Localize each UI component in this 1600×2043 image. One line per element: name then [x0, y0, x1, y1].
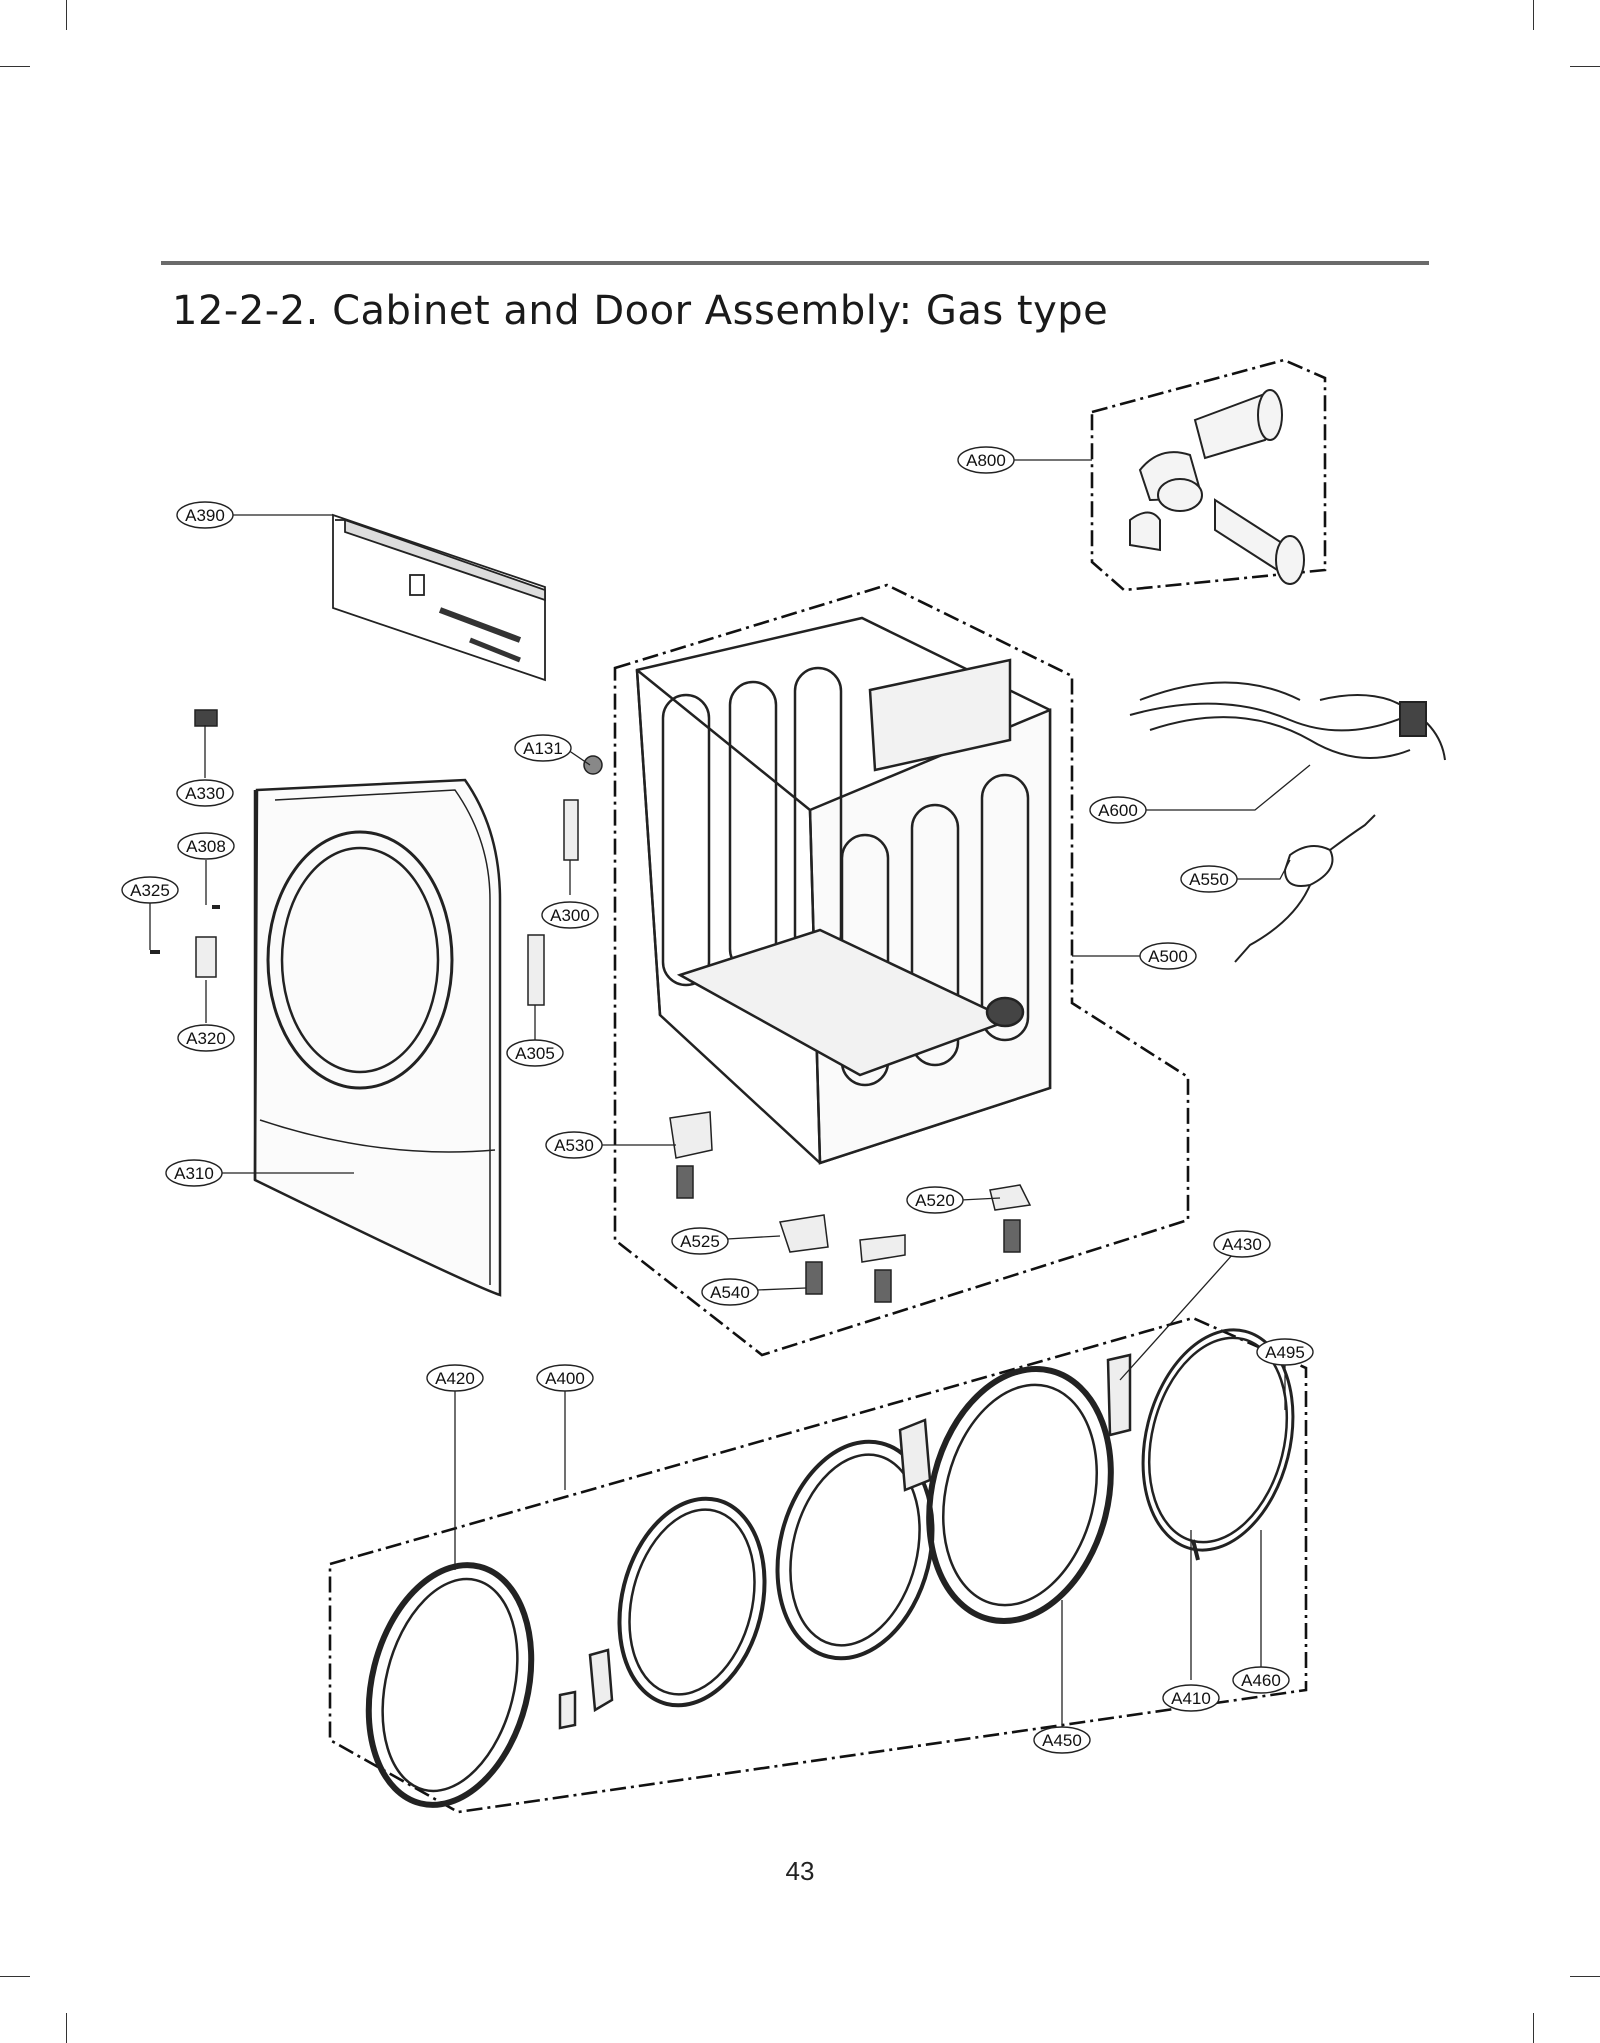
callout-label: A420: [435, 1369, 475, 1388]
callout-a530: A530: [545, 1131, 603, 1159]
crop-mark: [1533, 2013, 1534, 2043]
crop-mark: [1570, 1976, 1600, 1977]
callout-bubble: [506, 1039, 564, 1067]
leader-lines: [149, 459, 1311, 1728]
callout-label: A550: [1189, 870, 1229, 889]
callout-bubble: [1089, 796, 1147, 824]
callout-label: A500: [1148, 947, 1188, 966]
callout-bubble: [1232, 1666, 1290, 1694]
vent-kit-boundary: [1090, 358, 1327, 592]
callout-label: A400: [545, 1369, 585, 1388]
callout-bubble: [1162, 1684, 1220, 1712]
callout-label: A430: [1222, 1235, 1262, 1254]
callout-label: A320: [186, 1029, 226, 1048]
callout-a325: A325: [121, 876, 179, 904]
callout-bubble: [701, 1278, 759, 1306]
callout-label: A540: [710, 1283, 750, 1302]
callout-label: A410: [1171, 1689, 1211, 1708]
callout-a410: A410: [1162, 1684, 1220, 1712]
crop-mark: [1533, 0, 1534, 30]
callout-bubble: [176, 779, 234, 807]
callout-label: A530: [554, 1136, 594, 1155]
callout-bubble: [536, 1364, 594, 1392]
small-parts: [150, 709, 1032, 1303]
header-rule: [161, 261, 1429, 265]
callout-bubble: [121, 876, 179, 904]
crop-mark: [1570, 66, 1600, 67]
page-number: 43: [785, 1856, 815, 1886]
group-boundaries: [328, 358, 1327, 1814]
callout-bubble: [177, 832, 235, 860]
callout-bubble: [957, 446, 1015, 474]
callout-bubble: [514, 734, 572, 762]
callout-a430: A430: [1213, 1230, 1271, 1258]
callout-bubble: [1180, 865, 1238, 893]
callout-bubble: [165, 1159, 223, 1187]
callout-label: A310: [174, 1164, 214, 1183]
callout-a420: A420: [426, 1364, 484, 1392]
callout-a550: A550: [1180, 865, 1238, 893]
callout-a495: A495: [1256, 1338, 1314, 1366]
crop-mark: [0, 1976, 30, 1977]
callout-a520: A520: [906, 1186, 964, 1214]
callout-a300: A300: [541, 901, 599, 929]
cabinet: [635, 616, 1052, 1165]
callout-a305: A305: [506, 1039, 564, 1067]
door-boundary: [328, 1316, 1308, 1814]
callout-label: A325: [130, 881, 170, 900]
callout-bubble: [671, 1227, 729, 1255]
callout-label: A600: [1098, 801, 1138, 820]
callout-bubble: [1139, 942, 1197, 970]
callout-label: A300: [550, 906, 590, 925]
callout-a525: A525: [671, 1227, 729, 1255]
crop-mark: [0, 66, 30, 67]
callout-label: A525: [680, 1232, 720, 1251]
callout-a500: A500: [1139, 942, 1197, 970]
crop-mark: [66, 0, 67, 30]
callout-a600: A600: [1089, 796, 1147, 824]
callout-label: A800: [966, 451, 1006, 470]
callout-label: A305: [515, 1044, 555, 1063]
callout-label: A131: [523, 739, 563, 758]
vent-kit: [1129, 389, 1305, 585]
front-panel: [253, 778, 502, 1297]
callout-a308: A308: [177, 832, 235, 860]
callout-label: A495: [1265, 1343, 1305, 1362]
callout-label: A520: [915, 1191, 955, 1210]
callout-a460: A460: [1232, 1666, 1290, 1694]
callout-bubble: [177, 1024, 235, 1052]
callout-a330: A330: [176, 779, 234, 807]
crop-mark: [66, 2013, 67, 2043]
callout-a310: A310: [165, 1159, 223, 1187]
callout-bubble: [426, 1364, 484, 1392]
cabinet-boundary: [613, 583, 1190, 1357]
callout-label: A450: [1042, 1731, 1082, 1750]
callout-bubble: [545, 1131, 603, 1159]
wire-harness: [1129, 681, 1446, 963]
callout-a800: A800: [957, 446, 1015, 474]
callout-a540: A540: [701, 1278, 759, 1306]
callout-a450: A450: [1033, 1726, 1091, 1754]
callout-a400: A400: [536, 1364, 594, 1392]
door-parts: [365, 1328, 1295, 1808]
callout-label: A390: [185, 506, 225, 525]
callout-bubble: [1213, 1230, 1271, 1258]
callout-bubble: [1033, 1726, 1091, 1754]
callout-bubble: [906, 1186, 964, 1214]
callout-label: A330: [185, 784, 225, 803]
top-panel-bracket: [332, 513, 546, 682]
callout-a390: A390: [176, 501, 234, 529]
callout-bubble: [1256, 1338, 1314, 1366]
callout-label: A460: [1241, 1671, 1281, 1690]
callout-a131: A131: [514, 734, 572, 762]
callout-a320: A320: [177, 1024, 235, 1052]
callout-label: A308: [186, 837, 226, 856]
callout-bubble: [176, 501, 234, 529]
page-title: 12-2-2. Cabinet and Door Assembly: Gas t…: [172, 288, 1109, 334]
callout-bubble: [541, 901, 599, 929]
